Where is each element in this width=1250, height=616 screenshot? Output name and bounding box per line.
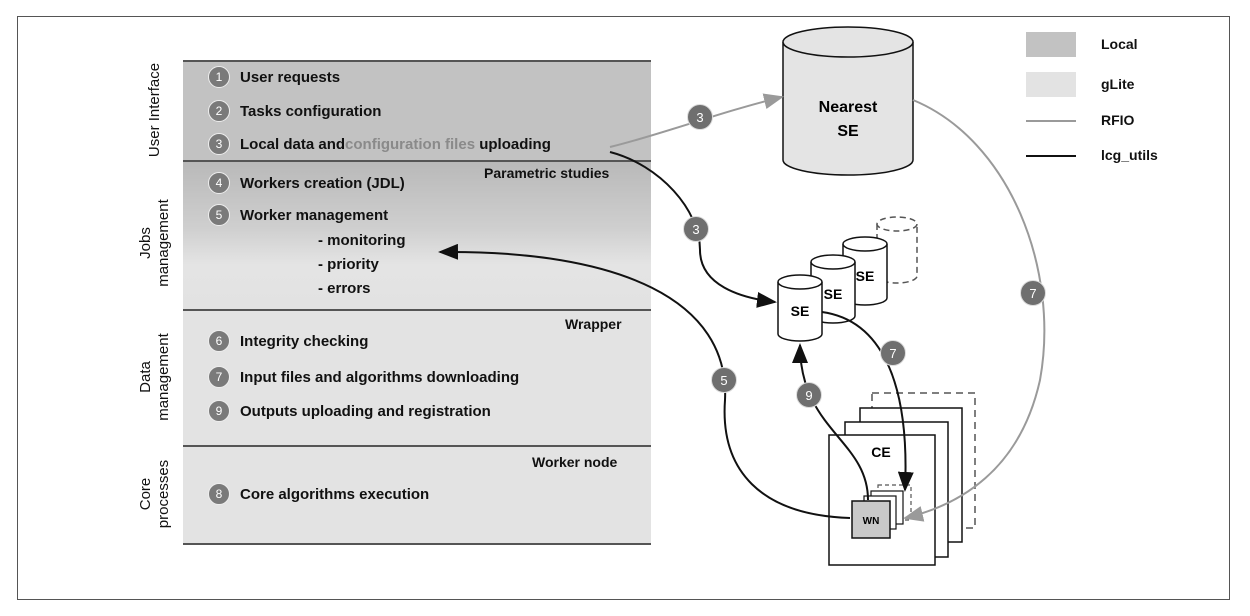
band-core-processes	[183, 445, 651, 545]
step-8: 8 Core algorithms execution	[208, 483, 429, 505]
arrow-step-5: 5	[711, 367, 737, 393]
legend-line-lcg-utils	[1026, 155, 1076, 157]
arrow-step-3-top: 3	[687, 104, 713, 130]
wn-box-1	[851, 500, 891, 539]
step-text: Outputs uploading and registration	[240, 402, 491, 420]
legend-line-rfio	[1026, 120, 1076, 122]
step-number: 2	[208, 100, 230, 122]
step-9: 9 Outputs uploading and registration	[208, 400, 491, 422]
legend-swatch-local	[1026, 32, 1076, 57]
wn-label: WN	[863, 516, 880, 527]
step-1: 1 User requests	[208, 66, 340, 88]
step-text: Integrity checking	[240, 332, 369, 350]
legend-label-rfio: RFIO	[1101, 112, 1135, 128]
worker-sub-priority: - priority	[318, 256, 379, 273]
step-text: Input files and algorithms downloading	[240, 368, 520, 386]
step-number: 9	[208, 400, 230, 422]
figure-frame	[17, 16, 1230, 600]
step-number: 6	[208, 330, 230, 352]
nearest-se-cylinder	[782, 26, 914, 176]
step-7: 7 Input files and algorithms downloading	[208, 366, 519, 388]
nearest-se-label-2: SE	[837, 123, 859, 140]
legend-label-local: Local	[1101, 36, 1138, 52]
step-text: User requests	[240, 68, 341, 86]
step-text: Worker management	[240, 206, 389, 224]
tag-wrapper: Wrapper	[565, 316, 622, 332]
step-number: 4	[208, 172, 230, 194]
tag-worker-node: Worker node	[532, 454, 618, 470]
arrow-step-9: 9	[796, 382, 822, 408]
arrow-lcg-outputs	[792, 343, 869, 501]
se-cylinder-1	[777, 274, 823, 342]
worker-sub-errors: - errors	[318, 280, 371, 297]
step-4: 4 Workers creation (JDL)	[208, 172, 405, 194]
se-label-3: SE	[856, 268, 875, 284]
nearest-se-label-1: Nearest	[819, 99, 878, 116]
legend-label-glite: gLite	[1101, 76, 1135, 92]
step-6: 6 Integrity checking	[208, 330, 368, 352]
step-text: Workers creation (JDL)	[240, 174, 405, 192]
step-text: Tasks configuration	[240, 102, 382, 120]
step-number: 1	[208, 66, 230, 88]
step-text-a: Local data and	[240, 135, 346, 153]
arrow-step-7-right: 7	[1020, 280, 1046, 306]
step-number: 7	[208, 366, 230, 388]
arrow-step-7-se: 7	[880, 340, 906, 366]
step-number: 3	[208, 133, 230, 155]
step-5: 5 Worker management	[208, 204, 388, 226]
band-user-interface	[183, 60, 651, 160]
arrow-lcg-upload	[609, 151, 777, 308]
step-text-b: configuration files	[345, 135, 476, 153]
ce-label: CE	[871, 444, 890, 460]
arrow-rfio-download	[903, 99, 1046, 522]
tag-parametric-studies: Parametric studies	[484, 165, 610, 181]
worker-sub-monitoring: - monitoring	[318, 232, 406, 249]
step-text: Core algorithms execution	[240, 485, 430, 503]
se-label-2: SE	[824, 286, 843, 302]
step-2: 2 Tasks configuration	[208, 100, 381, 122]
step-number: 5	[208, 204, 230, 226]
step-number: 8	[208, 483, 230, 505]
legend-swatch-glite	[1026, 72, 1076, 97]
arrow-worker-monitoring-tail	[440, 248, 452, 256]
step-text-c: uploading	[475, 135, 551, 153]
arrow-step-3-mid: 3	[683, 216, 709, 242]
step-3: 3 Local data and configuration files upl…	[208, 133, 551, 155]
legend-label-lcg-utils: lcg_utils	[1101, 147, 1158, 163]
se-label-1: SE	[791, 303, 810, 319]
band-data-management	[183, 309, 651, 445]
band-jobs-management	[183, 160, 651, 309]
